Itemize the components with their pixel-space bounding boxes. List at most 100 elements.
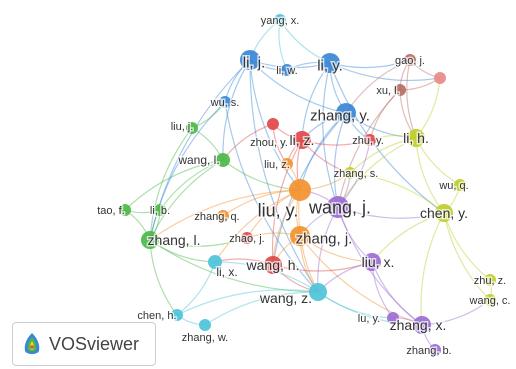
- node-zhang-s[interactable]: [344, 167, 356, 179]
- link-wang_l-zhang_l: [149, 159, 224, 241]
- label-zhang-l[interactable]: zhang, l.: [146, 230, 202, 249]
- node-wang-h[interactable]: [264, 256, 282, 274]
- node-tao-f[interactable]: [119, 204, 131, 216]
- link-li_y-hub_pink: [329, 62, 441, 82]
- node-zhang-j[interactable]: [290, 226, 310, 246]
- node-zhang-w[interactable]: [199, 319, 211, 331]
- node-hub-pink[interactable]: [434, 72, 446, 84]
- link-chen_y-zhu_z: [443, 212, 491, 281]
- vosviewer-brand-text: VOSviewer: [49, 333, 140, 354]
- node-yang-x[interactable]: [274, 14, 286, 26]
- label-zhang-b[interactable]: zhang, b.: [405, 343, 453, 358]
- node-zhang-b[interactable]: [429, 344, 441, 356]
- label-zhang-x[interactable]: zhang, x.: [388, 315, 448, 334]
- link-zhang_l-wang_z: [149, 239, 319, 293]
- vosviewer-brand-badge: VOSviewer: [12, 322, 156, 366]
- node-li-y[interactable]: [320, 53, 340, 73]
- node-li-j[interactable]: [240, 50, 260, 70]
- label-li-h[interactable]: li, h.: [402, 128, 431, 147]
- label-gao-j[interactable]: gao, j.: [394, 53, 427, 68]
- node-wang-z[interactable]: [309, 283, 327, 301]
- node-zhu-z[interactable]: [484, 274, 496, 286]
- label-li-y[interactable]: li, y.: [316, 56, 345, 76]
- node-zhao-j[interactable]: [241, 232, 253, 244]
- label-li-z[interactable]: li, z.: [288, 130, 316, 149]
- link-chen_y-wang_c: [443, 212, 491, 301]
- label-tao-f[interactable]: tao, f.: [96, 203, 127, 218]
- label-lu-y[interactable]: lu, y.: [356, 311, 381, 326]
- label-zhang-w[interactable]: zhang, w.: [180, 330, 229, 345]
- label-zhang-q[interactable]: zhang, q.: [193, 209, 241, 224]
- node-chen-y[interactable]: [435, 204, 453, 222]
- label-chen-h[interactable]: chen, h.: [136, 308, 178, 323]
- node-wu-q[interactable]: [454, 179, 466, 191]
- link-zhang_j-zhang_x: [299, 235, 423, 326]
- label-xu-l[interactable]: xu, l.: [375, 83, 401, 98]
- node-wang-j[interactable]: [327, 196, 349, 218]
- node-wu-s[interactable]: [219, 96, 231, 108]
- label-wang-c[interactable]: wang, c.: [467, 293, 512, 308]
- link-li_j-zhang_y: [249, 59, 347, 114]
- node-li-b[interactable]: [154, 204, 166, 216]
- label-wang-z[interactable]: wang, z.: [257, 288, 313, 307]
- label-liu-x[interactable]: liu, x.: [360, 252, 396, 271]
- link-wu_s-zhang_l: [149, 101, 226, 241]
- node-wang-c[interactable]: [484, 294, 496, 306]
- link-li_y-wang_j: [322, 62, 339, 208]
- label-wang-j[interactable]: wang, j.: [306, 196, 372, 219]
- node-lu-y[interactable]: [387, 312, 399, 324]
- label-liu-j[interactable]: liu, j.: [169, 119, 195, 134]
- link-wang_j-wang_z: [317, 206, 339, 293]
- link-li_y-chen_y: [329, 62, 445, 214]
- label-chen-y[interactable]: chen, y.: [419, 203, 470, 222]
- label-zhu-y[interactable]: zhu, y.: [351, 133, 386, 148]
- label-zhao-j[interactable]: zhao, j.: [228, 231, 266, 246]
- node-liu-z[interactable]: [281, 158, 293, 170]
- label-li-j[interactable]: li, j.: [241, 53, 267, 73]
- link-wang_z-lu_y: [317, 291, 394, 319]
- label-liu-z[interactable]: liu, z.: [263, 157, 292, 172]
- node-li-w[interactable]: [281, 64, 293, 76]
- node-xu-l[interactable]: [394, 84, 406, 96]
- node-liu-x[interactable]: [363, 253, 381, 271]
- label-wang-h[interactable]: wang, h.: [244, 255, 301, 274]
- label-li-x[interactable]: li, x.: [215, 264, 239, 281]
- label-zhang-y[interactable]: zhang, y.: [309, 106, 372, 126]
- node-li-h[interactable]: [407, 129, 425, 147]
- label-wu-q[interactable]: wu, q.: [437, 178, 470, 193]
- label-wang-l[interactable]: wang, l.: [176, 152, 221, 169]
- label-yang-x[interactable]: yang, x.: [259, 13, 301, 28]
- link-wang_h-liu_x: [272, 261, 373, 272]
- link-li_j-wang_l: [222, 59, 251, 161]
- node-zhang-q[interactable]: [217, 210, 229, 222]
- label-liu-y[interactable]: liu, y.: [256, 199, 300, 222]
- link-li_j-wang_z: [249, 59, 319, 293]
- node-li-z[interactable]: [293, 131, 311, 149]
- node-li-x[interactable]: [208, 255, 222, 269]
- node-gao-j[interactable]: [404, 54, 416, 66]
- link-liu_y-li_x: [214, 189, 301, 263]
- node-zhang-y[interactable]: [336, 103, 356, 123]
- link-xu_l-wang_j: [337, 89, 401, 208]
- link-zhang_l-zhao_j: [149, 237, 248, 247]
- label-li-w[interactable]: li, w.: [275, 63, 299, 78]
- label-li-b[interactable]: li, b.: [148, 203, 171, 218]
- label-zhu-z[interactable]: zhu, z.: [472, 273, 507, 288]
- node-liu-j[interactable]: [186, 122, 198, 134]
- label-wu-s[interactable]: wu, s.: [208, 95, 241, 110]
- link-wang_j-chen_y: [337, 206, 445, 219]
- node-zhang-l[interactable]: [141, 231, 159, 249]
- node-wang-l[interactable]: [216, 153, 230, 167]
- label-zhang-s[interactable]: zhang, s.: [332, 166, 380, 181]
- link-chen_y-zhang_x: [420, 212, 445, 326]
- node-zhou-y[interactable]: [267, 118, 279, 130]
- node-chen-h[interactable]: [171, 309, 183, 321]
- node-zhu-y[interactable]: [364, 134, 376, 146]
- node-liu-y[interactable]: [289, 179, 311, 201]
- label-zhou-y[interactable]: zhou, y.: [249, 135, 290, 150]
- node-zhang-x[interactable]: [413, 316, 431, 334]
- link-wang_z-chen_h: [176, 289, 319, 316]
- label-zhang-j[interactable]: zhang, j.: [294, 229, 354, 249]
